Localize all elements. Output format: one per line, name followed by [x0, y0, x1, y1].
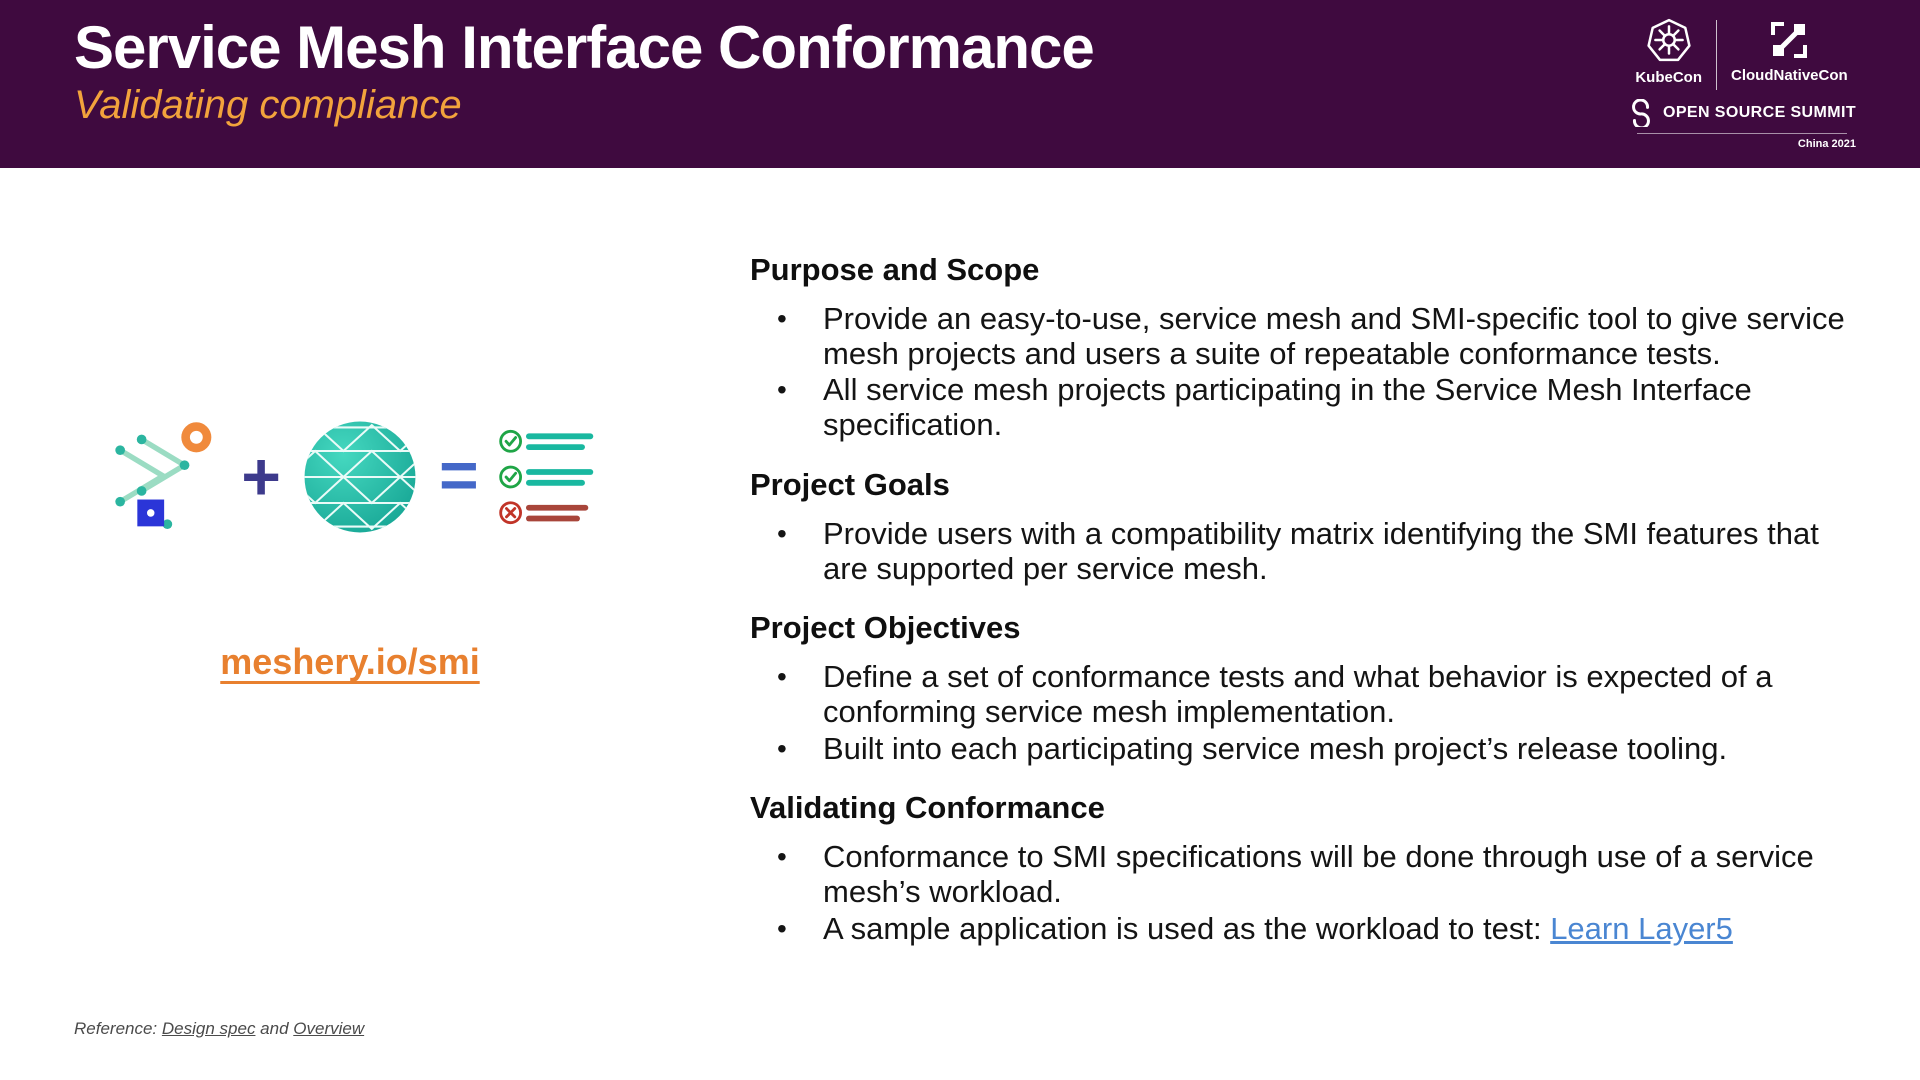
content-column: Purpose and Scope • Provide an easy-to-u… — [700, 168, 1920, 1080]
section-heading: Project Goals — [750, 466, 950, 502]
logos-rule — [1636, 133, 1847, 134]
summit-label: OPEN SOURCE SUMMIT — [1663, 104, 1856, 121]
bullet-item: • Provide users with a compatibility mat… — [750, 515, 1850, 586]
bullet-item: • A sample application is used as the wo… — [750, 910, 1850, 947]
slide-header: Service Mesh Interface Conformance Valid… — [0, 0, 1920, 168]
equals-sign: = — [439, 437, 479, 513]
design-spec-link[interactable]: Design spec — [161, 1019, 256, 1038]
mesh-sphere-icon — [301, 418, 419, 536]
bullet-text: A sample application is used as the work… — [823, 910, 1850, 947]
overview-link[interactable]: Overview — [293, 1019, 365, 1038]
bullet-text: Conformance to SMI specifications will b… — [823, 839, 1814, 910]
slide-body: + — [0, 168, 1920, 1080]
bullet-item: • All service mesh projects participatin… — [750, 372, 1850, 443]
cloudnativecon-cube-icon — [1767, 18, 1811, 62]
bullet-marker: • — [777, 661, 787, 693]
conformance-checklist-icon — [498, 428, 597, 526]
conformance-equation-illustration: + — [103, 418, 596, 536]
reference-note: Reference: Design spec and Overview — [74, 1019, 364, 1039]
bullet-text: Provide an easy-to-use, service mesh and… — [823, 301, 1845, 371]
section-heading: Purpose and Scope — [750, 252, 1040, 287]
kubecon-wheel-icon — [1646, 18, 1692, 64]
bullet-item: • Conformance to SMI specifications will… — [750, 839, 1850, 910]
cloudnativecon-logo: CloudNativeCon — [1731, 18, 1848, 84]
reference-conjunction: and — [255, 1019, 294, 1038]
plus-sign: + — [241, 439, 281, 515]
bullet-text: Provide users with a compatibility matri… — [823, 515, 1819, 586]
illustration-column: + — [0, 168, 700, 1080]
meshery-graph-icon — [103, 418, 221, 536]
bullet-marker: • — [777, 841, 787, 873]
bullet-text: Define a set of conformance tests and wh… — [823, 659, 1773, 730]
meshery-smi-link[interactable]: meshery.io/smi — [220, 641, 480, 682]
bullet-item: • Built into each participating service … — [750, 730, 1850, 767]
header-text: Service Mesh Interface Conformance Valid… — [74, 14, 1095, 168]
bullet-text: Built into each participating service me… — [823, 730, 1728, 766]
section-project-goals: Project Goals • Provide users with a com… — [750, 467, 1850, 586]
learn-layer5-link[interactable]: Learn Layer5 — [1550, 910, 1733, 946]
event-location: China 2021 — [1797, 138, 1856, 150]
section-project-objectives: Project Objectives • Define a set of con… — [750, 610, 1850, 766]
bullet-marker: • — [777, 374, 787, 406]
open-source-summit-logo: OPEN SOURCE SUMMIT — [1627, 99, 1856, 127]
section-heading: Project Objectives — [750, 610, 1021, 646]
bullet-item: • Define a set of conformance tests and … — [750, 659, 1850, 730]
event-logos: KubeCon — [1627, 16, 1856, 168]
section-purpose-and-scope: Purpose and Scope • Provide an easy-to-u… — [750, 252, 1850, 443]
bullet-text: All service mesh projects participating … — [823, 372, 1752, 443]
kubecon-logo: KubeCon — [1635, 18, 1702, 86]
cloudnativecon-label: CloudNativeCon — [1731, 67, 1848, 84]
section-validating-conformance: Validating Conformance • Conformance to … — [750, 790, 1850, 946]
open-source-summit-s-icon — [1627, 99, 1655, 127]
bullet-marker: • — [777, 732, 787, 764]
bullet-marker: • — [777, 912, 787, 944]
conference-logos-row: KubeCon — [1635, 18, 1848, 90]
reference-prefix: Reference: — [74, 1019, 162, 1038]
page-subtitle: Validating compliance — [74, 83, 462, 127]
page-title: Service Mesh Interface Conformance — [74, 14, 1095, 81]
section-heading: Validating Conformance — [750, 790, 1105, 826]
bullet-marker: • — [777, 303, 787, 334]
kubecon-label: KubeCon — [1635, 69, 1702, 86]
logo-divider — [1716, 20, 1717, 90]
bullet-marker: • — [777, 517, 787, 549]
bullet-text-prefix: A sample application is used as the work… — [823, 910, 1551, 946]
bullet-item: • Provide an easy-to-use, service mesh a… — [750, 301, 1850, 371]
